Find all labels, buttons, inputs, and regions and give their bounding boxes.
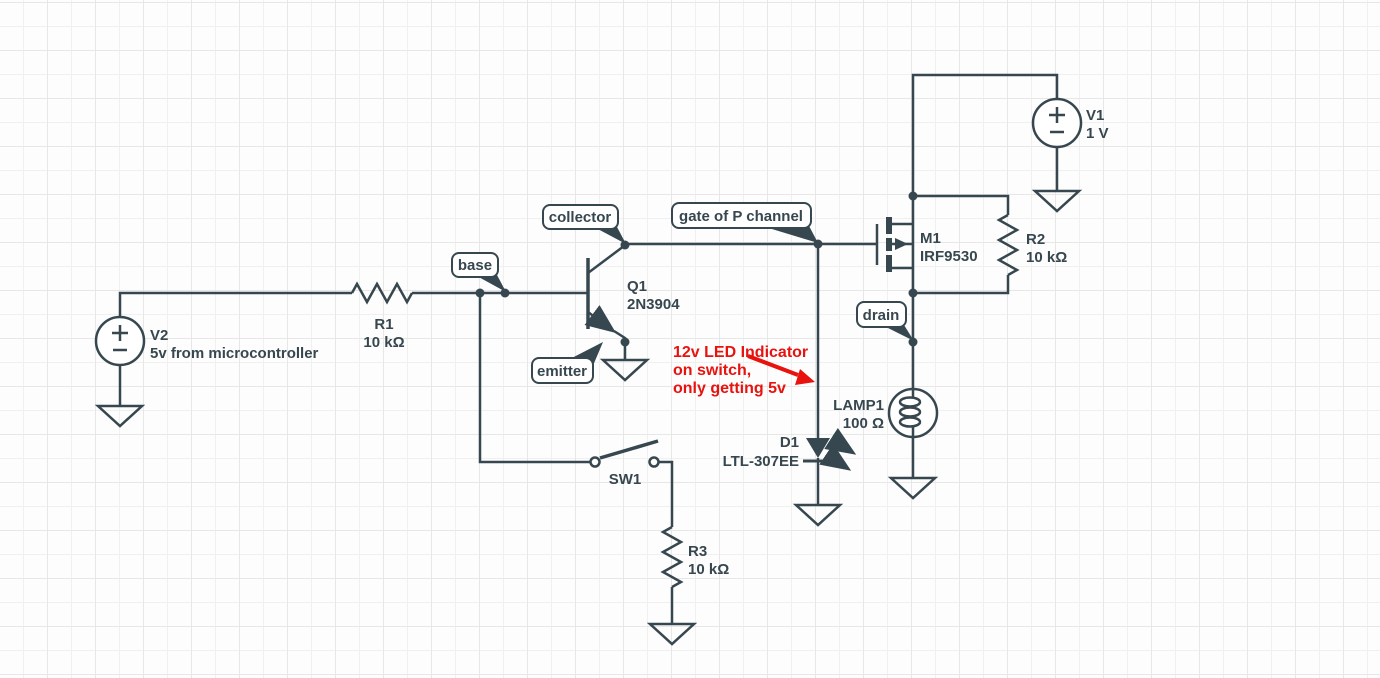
wire-v2-to-r1[interactable]	[118, 291, 352, 317]
q1-collector-lead	[587, 245, 625, 274]
callout-collector-label: collector	[549, 209, 612, 226]
wire-top-rail-to-v1[interactable]	[911, 73, 1059, 196]
callout-box	[531, 357, 594, 384]
callout-collector[interactable]: collector	[542, 204, 626, 244]
sw1-right-contact	[648, 456, 660, 468]
callout-box	[671, 202, 812, 229]
annotation-arrow-icon	[795, 369, 815, 385]
q1-name-label: Q1	[627, 278, 647, 295]
lamp1-filament	[898, 416, 922, 428]
callout-tail	[882, 325, 914, 341]
wire-switch-to-r3[interactable]	[659, 460, 674, 527]
ground-icon	[599, 358, 651, 382]
callout-box	[542, 204, 619, 230]
light-ray-icon	[819, 443, 852, 471]
d1-value-label: LTL-307EE	[723, 453, 799, 470]
callout-gate-label: gate of P channel	[679, 208, 803, 225]
r2-value-label: 10 kΩ	[1026, 249, 1067, 266]
sw1-left-contact	[589, 456, 601, 468]
resistor-r3[interactable]: R3 10 kΩ	[646, 525, 729, 646]
callout-box	[451, 252, 499, 278]
r3-zigzag	[660, 525, 684, 589]
r2-name-label: R2	[1026, 231, 1045, 248]
annotation-line3: only getting 5v	[673, 380, 786, 397]
callout-emitter[interactable]: emitter	[531, 342, 603, 384]
ground-icon	[646, 622, 698, 646]
callout-base[interactable]: base	[451, 252, 506, 292]
junction-dot	[908, 337, 918, 347]
callout-tail	[475, 275, 506, 292]
sw1-name-label: SW1	[609, 471, 642, 488]
switch-sw1[interactable]: SW1	[589, 439, 660, 488]
m1-value-label: IRF9530	[920, 248, 978, 265]
annotation-line1: 12v LED Indicator	[673, 344, 808, 361]
junction-dot	[475, 288, 485, 298]
r1-zigzag	[350, 281, 414, 305]
r3-name-label: R3	[688, 543, 707, 560]
annotation-arrow-shaft	[747, 354, 799, 377]
junction-dot	[620, 337, 630, 347]
callout-base-label: base	[458, 257, 492, 274]
ground-icon	[1031, 189, 1083, 213]
resistor-r2[interactable]: R2 10 kΩ	[996, 213, 1067, 277]
annotation-line2: on switch,	[673, 362, 751, 379]
callout-drain[interactable]: drain	[856, 301, 914, 341]
transistor-q1[interactable]: Q1 2N3904	[584, 245, 680, 382]
ground-icon	[887, 476, 939, 500]
wire-base-to-switch[interactable]	[478, 293, 590, 464]
voltage-source-v2[interactable]: V2 5v from microcontroller	[94, 315, 319, 428]
sw1-lever	[599, 439, 659, 460]
lamp1-value-label: 100 Ω	[843, 415, 884, 432]
r1-value-label: 10 kΩ	[363, 334, 404, 351]
callout-gate-of-p-channel[interactable]: gate of P channel	[671, 202, 818, 243]
wire-node-to-r2-top[interactable]	[913, 194, 1010, 215]
mosfet-m1[interactable]: M1 IRF9530	[875, 217, 978, 272]
ground-icon	[94, 404, 146, 428]
r2-zigzag	[996, 213, 1020, 277]
ground-icon	[792, 503, 844, 527]
d1-triangle	[806, 438, 830, 458]
resistor-r1[interactable]: R1 10 kΩ	[350, 281, 414, 351]
r3-value-label: 10 kΩ	[688, 561, 729, 578]
plus-icon	[1049, 107, 1065, 123]
callout-drain-label: drain	[863, 307, 900, 324]
v2-value-label: 5v from microcontroller	[150, 345, 319, 362]
v1-value-label: 1 V	[1086, 125, 1109, 142]
wire-r2-bottom-to-node[interactable]	[913, 275, 1010, 295]
d1-name-label: D1	[780, 434, 799, 451]
junction-dot	[500, 288, 510, 298]
v2-name-label: V2	[150, 327, 168, 344]
lamp-lamp1[interactable]: LAMP1 100 Ω	[833, 387, 939, 500]
q1-emitter-arrow	[584, 305, 616, 333]
lamp1-name-label: LAMP1	[833, 397, 884, 414]
callout-tail	[594, 227, 626, 244]
m1-name-label: M1	[920, 230, 941, 247]
junction-dot	[908, 191, 918, 201]
callout-emitter-label: emitter	[537, 363, 587, 380]
r1-name-label: R1	[374, 316, 393, 333]
plus-icon	[112, 325, 128, 341]
m1-body-arrow-icon	[895, 238, 908, 250]
red-annotation[interactable]: 12v LED Indicator on switch, only gettin…	[673, 344, 815, 397]
light-ray-icon	[824, 427, 857, 455]
led-d1[interactable]: D1 LTL-307EE	[723, 427, 857, 527]
q1-value-label: 2N3904	[627, 296, 680, 313]
junction-dot	[908, 288, 918, 298]
junction-dot	[620, 240, 630, 250]
v1-name-label: V1	[1086, 107, 1104, 124]
callout-box	[856, 301, 907, 328]
voltage-source-v1[interactable]: V1 1 V	[1031, 97, 1109, 213]
